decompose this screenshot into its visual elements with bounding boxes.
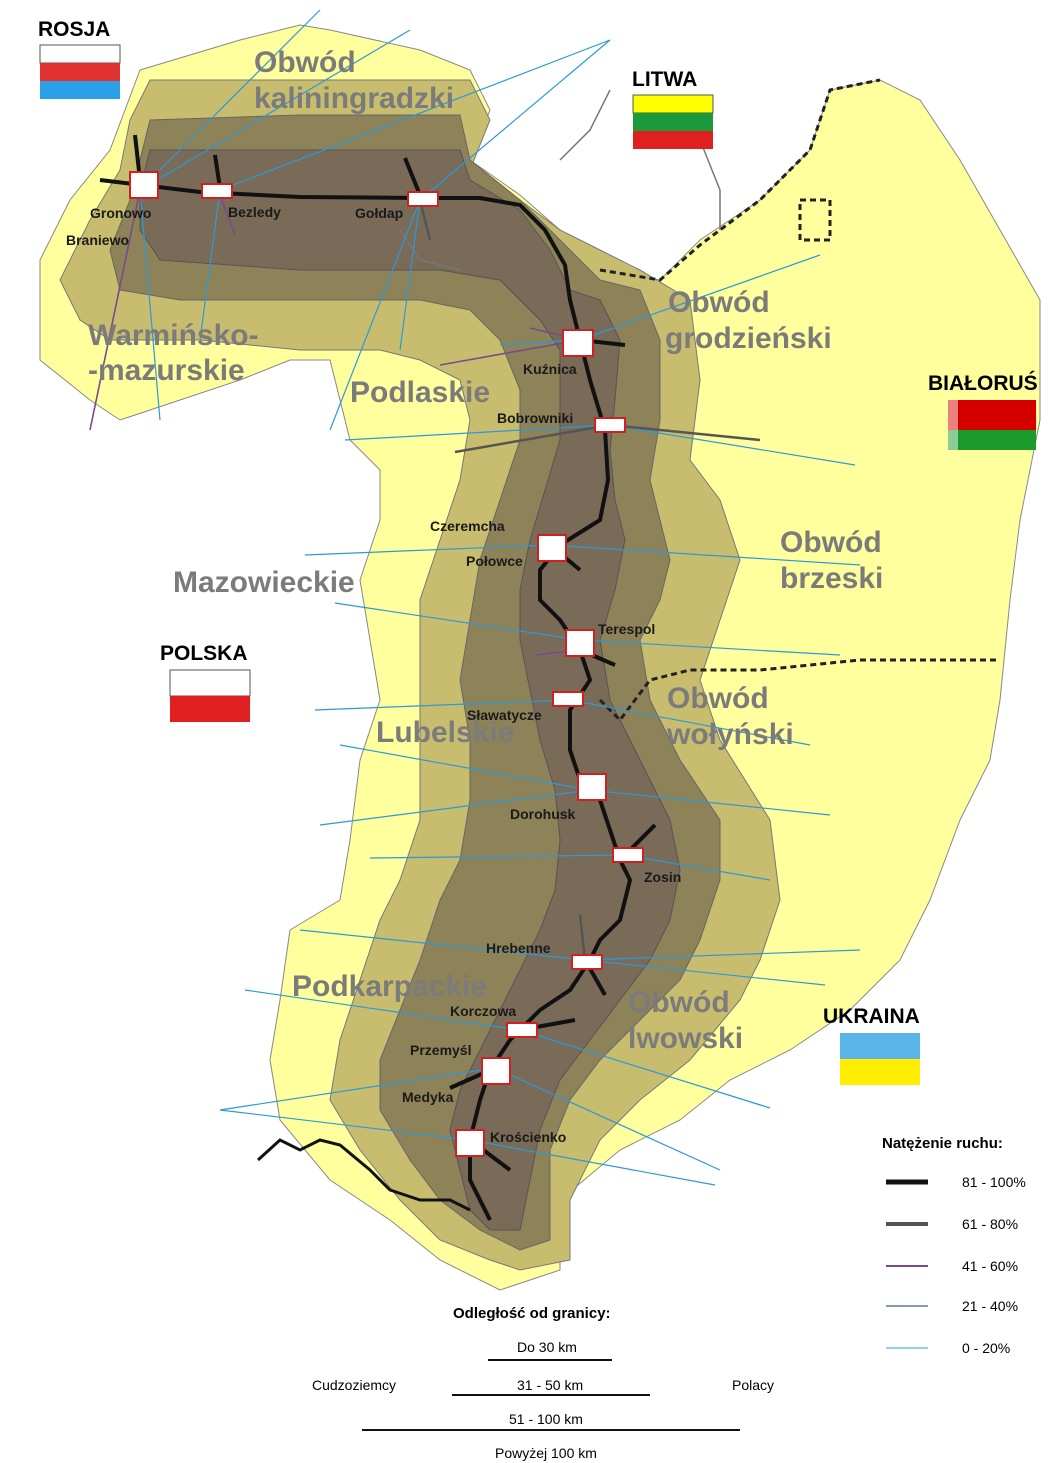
region-label-mazowieckie: Mazowieckie — [173, 566, 355, 599]
region-label-lviv-line2: lwowski — [628, 1022, 743, 1055]
crossing-label-terespol: Terespol — [598, 621, 655, 637]
flag-lithuania — [632, 94, 714, 149]
crossing-label-polowce: Połowce — [466, 553, 523, 569]
traffic-legend: Natężenie ruchu: 81 - 100% 61 - 80% 41 -… — [882, 1135, 1026, 1356]
legend-label-3: 41 - 60% — [962, 1258, 1018, 1274]
crossing-label-kroscienko: Krościenko — [490, 1129, 566, 1145]
region-label-grodno-line2: grodzieński — [665, 322, 832, 355]
region-label-podkarpackie: Podkarpackie — [292, 970, 487, 1003]
country-label-belarus: BIAŁORUŚ — [928, 371, 1038, 395]
crossing-label-bobrowniki: Bobrowniki — [497, 410, 573, 426]
crossing-label-gronowo: Gronowo — [90, 205, 151, 221]
flag-ukraine — [840, 1033, 920, 1085]
region-label-volyn-line1: Obwód — [667, 682, 769, 715]
region-label-kaliningrad-line2: kaliningradzki — [254, 82, 454, 115]
distance-scale-left-label: Cudzoziemcy — [312, 1377, 396, 1393]
flow-lines-high — [418, 199, 761, 961]
distance-scale-right-label: Polacy — [732, 1377, 774, 1393]
country-label-lithuania: LITWA — [632, 68, 697, 91]
region-label-grodno-line1: Obwód — [668, 286, 770, 319]
distance-band-4: Powyżej 100 km — [495, 1445, 597, 1461]
crossing-label-czeremcha: Czeremcha — [430, 518, 505, 534]
region-label-warminsko-line1: Warmińsko- — [88, 319, 259, 352]
region-label-warminsko-line2: -mazurskie — [88, 354, 245, 387]
river — [399, 89, 721, 271]
crossing-label-braniewo: Braniewo — [66, 232, 129, 248]
country-label-russia: ROSJA — [38, 18, 110, 41]
legend-label-4: 21 - 40% — [962, 1298, 1018, 1314]
crossing-label-bezledy: Bezledy — [228, 204, 281, 220]
flow-lines-low — [139, 9, 861, 1186]
zone-30km — [139, 149, 681, 1231]
crossing-label-kuznica: Kuźnica — [523, 361, 577, 377]
legend-label-2: 61 - 80% — [962, 1216, 1018, 1232]
flag-poland — [169, 669, 251, 722]
legend-label-1: 81 - 100% — [962, 1174, 1026, 1190]
region-label-lviv-line1: Obwód — [628, 986, 730, 1019]
distance-band-2: 31 - 50 km — [517, 1377, 583, 1393]
southern-border-line — [256, 1138, 471, 1212]
country-label-ukraine: UKRAINA — [823, 1005, 920, 1028]
crossing-label-dorohusk: Dorohusk — [510, 806, 576, 822]
polish-border-line — [99, 178, 633, 1221]
flag-russia — [39, 44, 121, 99]
crossing-label-przemysl: Przemyśl — [410, 1042, 471, 1058]
region-label-brest-line2: brzeski — [780, 562, 883, 595]
crossing-label-korczowa: Korczowa — [450, 1003, 516, 1019]
crossing-label-goldap: Gołdap — [355, 205, 403, 221]
region-label-lubelskie: Lubelskie — [376, 716, 514, 749]
international-border-dashed — [598, 78, 1000, 723]
crossing-label-medyka: Medyka — [402, 1089, 454, 1105]
country-label-poland: POLSKA — [160, 642, 248, 665]
distance-band-1: Do 30 km — [517, 1339, 577, 1355]
crossing-label-slawatycze: Sławatycze — [467, 707, 542, 723]
region-label-brest-line1: Obwód — [780, 526, 882, 559]
crossing-label-hrebenne: Hrebenne — [486, 940, 551, 956]
region-label-podlaskie: Podlaskie — [350, 376, 490, 409]
distance-scale: Odległość od granicy: Do 30 km 31 - 50 k… — [312, 1305, 774, 1461]
region-label-kaliningrad-line1: Obwód — [254, 46, 356, 79]
distance-scale-title: Odległość od granicy: — [453, 1305, 611, 1322]
crossing-label-zosin: Zosin — [644, 869, 681, 885]
legend-label-5: 0 - 20% — [962, 1340, 1010, 1356]
legend-title: Natężenie ruchu: — [882, 1135, 1003, 1152]
region-label-volyn-line2: wołyński — [666, 718, 794, 751]
distance-band-3: 51 - 100 km — [509, 1411, 583, 1427]
crossing-markers — [129, 171, 644, 1157]
flag-belarus — [948, 400, 1036, 450]
